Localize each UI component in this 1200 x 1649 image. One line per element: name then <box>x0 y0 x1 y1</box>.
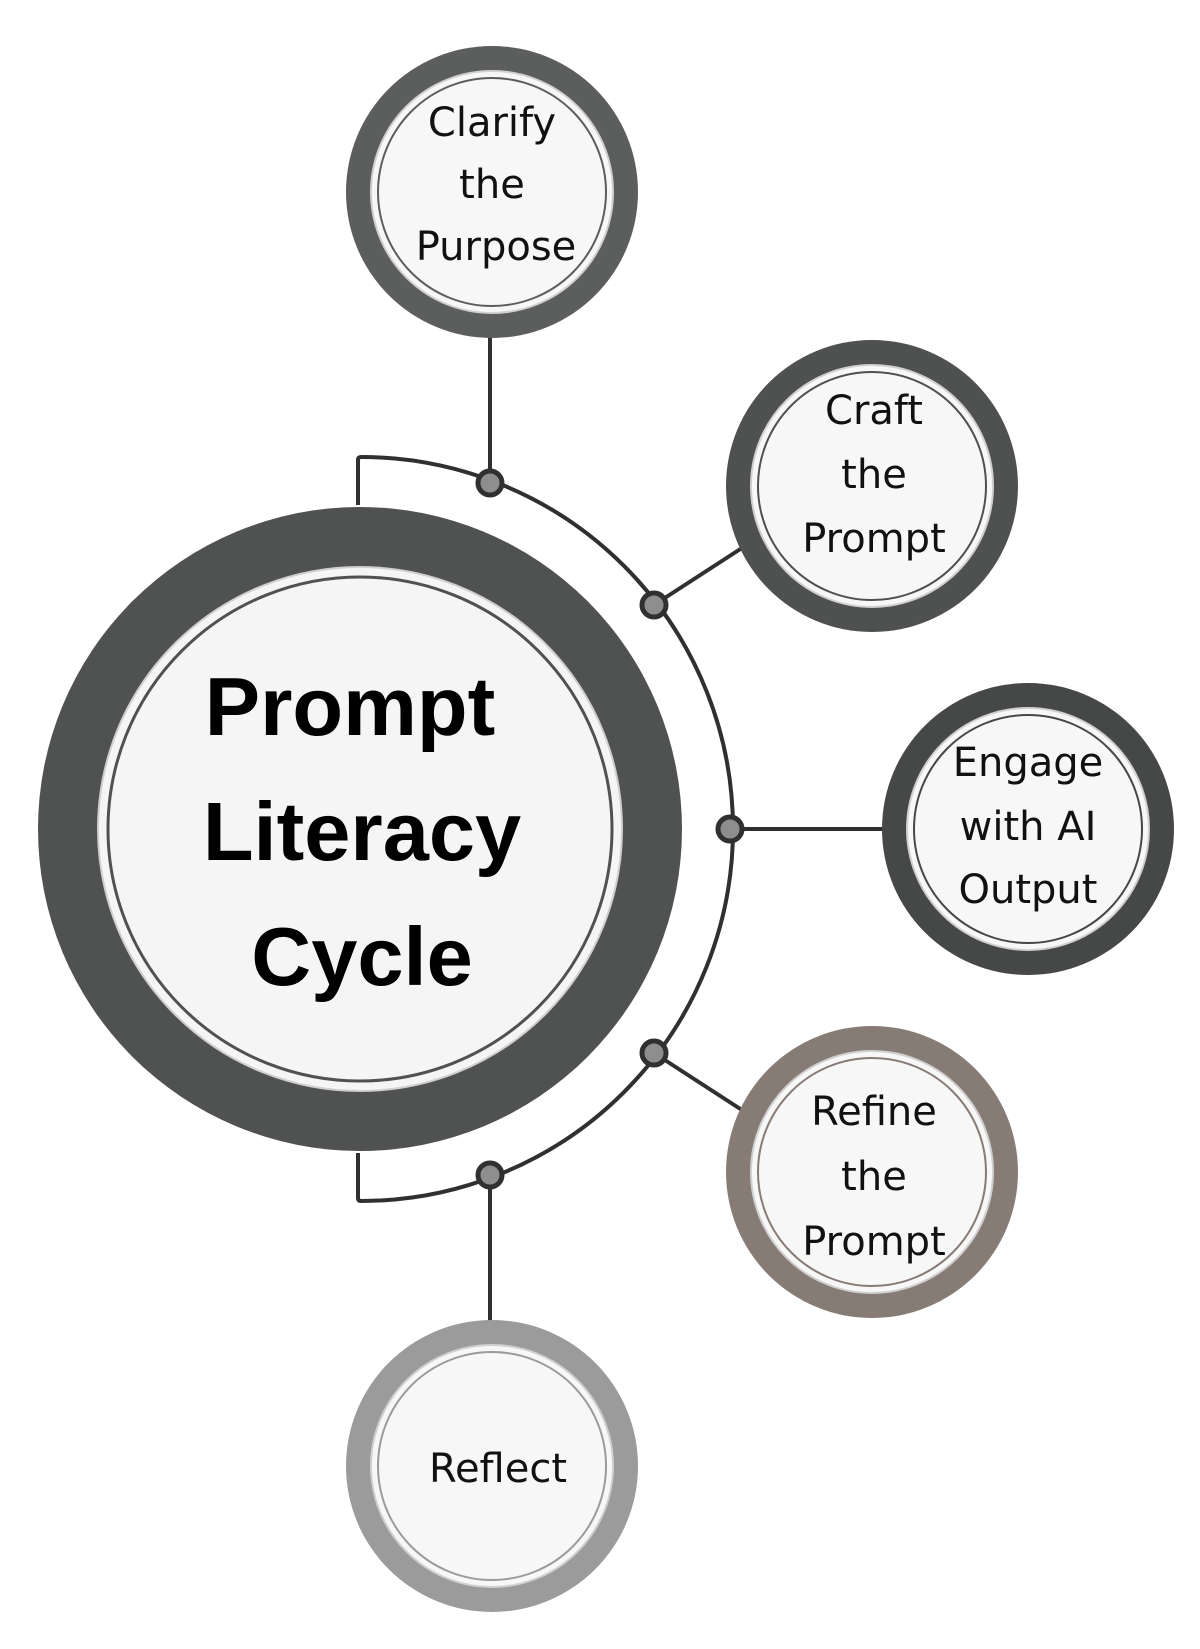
node-inner-line <box>377 77 607 307</box>
hub: Prompt Literacy Cycle <box>38 507 682 1151</box>
hub-inner-line <box>106 575 614 1083</box>
node-disc <box>750 1050 994 1294</box>
node-inner-line <box>913 714 1143 944</box>
hub-title-line-2: Literacy <box>203 785 521 878</box>
step-node-craft-the-prompt: Craft the Prompt <box>726 340 1018 632</box>
step-node-clarify-the-purpose: Clarify the Purpose <box>346 46 638 338</box>
spoke-refine-the-prompt <box>652 1051 747 1114</box>
spoke-craft-the-prompt <box>652 544 747 607</box>
node-label-line-1: Craft <box>825 388 923 434</box>
junction-dot-reflect <box>475 1160 505 1190</box>
node-inner-line <box>757 371 987 601</box>
step-node-refine-the-prompt: Refine the Prompt <box>726 1026 1018 1318</box>
node-label-line-2: the <box>459 162 525 208</box>
junction-dot-craft <box>639 590 669 620</box>
step-node-reflect: Reflect <box>346 1320 638 1612</box>
node-label-line-3: Prompt <box>802 1219 946 1265</box>
junction-dot-engage <box>715 814 745 844</box>
hub-title-line-1: Prompt <box>205 660 496 753</box>
step-node-engage-with-ai-output: Engage with AI Output <box>882 683 1174 975</box>
junction-dot-refine <box>639 1038 669 1068</box>
node-label-line-1: Clarify <box>428 100 556 146</box>
node-label-line-3: Prompt <box>802 516 946 562</box>
hub-title-line-3: Cycle <box>251 910 472 1003</box>
node-inner-line <box>377 1351 607 1581</box>
node-label-line-2: with AI <box>960 804 1097 850</box>
node-label-line-2: the <box>841 1154 907 1200</box>
node-inner-line <box>757 1057 987 1287</box>
node-label-line-3: Output <box>959 867 1098 913</box>
node-label-line-1: Engage <box>953 740 1104 786</box>
hub-inner-disc <box>97 566 623 1092</box>
node-label-line-3: Purpose <box>416 224 577 270</box>
node-disc <box>370 1344 614 1588</box>
node-label-line-2: the <box>841 452 907 498</box>
junction-dot-clarify <box>475 468 505 498</box>
junction-dots <box>475 468 745 1190</box>
node-label-line-1: Reflect <box>429 1446 567 1492</box>
node-disc <box>750 364 994 608</box>
node-disc <box>370 70 614 314</box>
node-label-line-1: Refine <box>811 1089 937 1135</box>
node-disc <box>906 707 1150 951</box>
